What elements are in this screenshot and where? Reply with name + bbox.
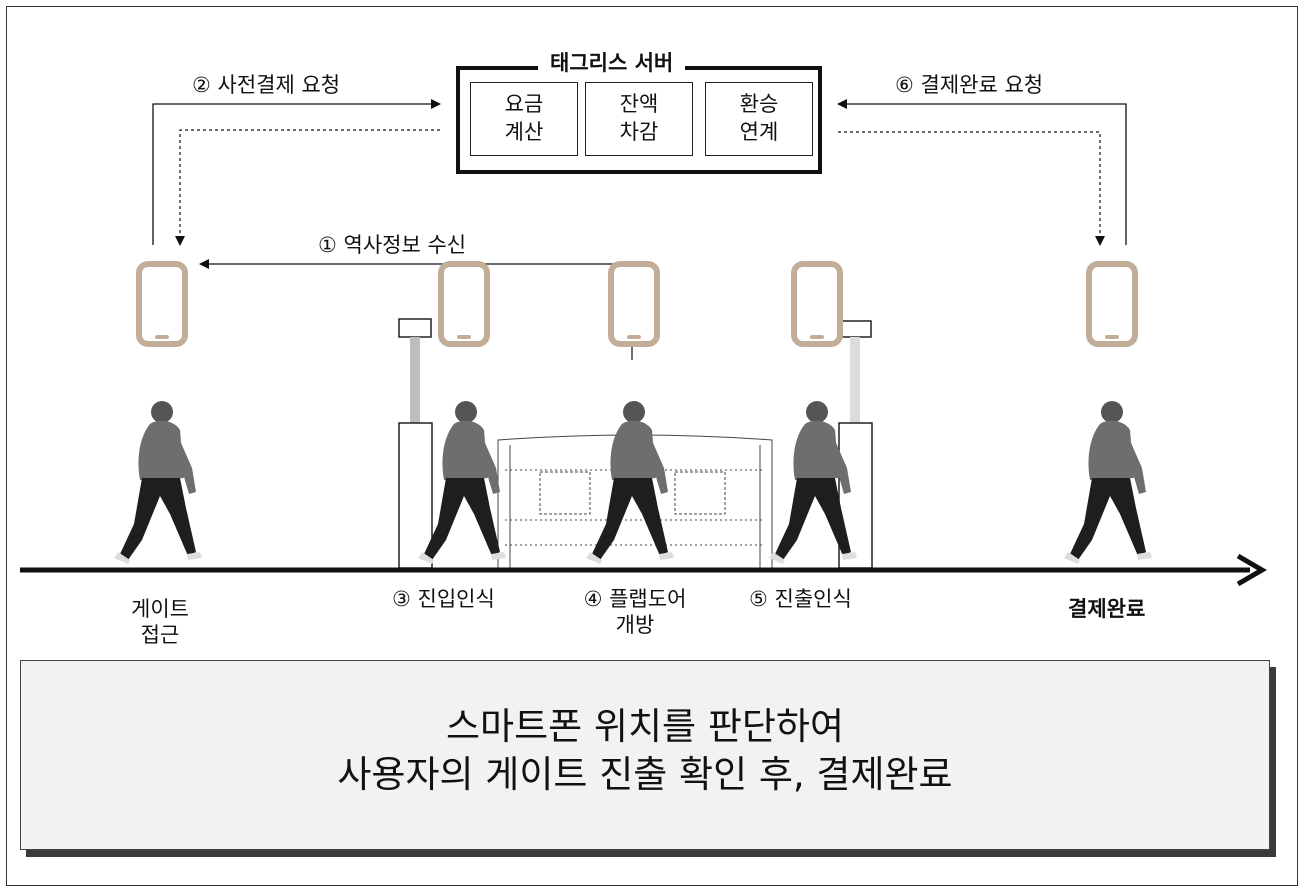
phone-exit [794,264,840,344]
complete-response-arrow [838,131,1105,246]
prepay-request-arrow [152,99,441,245]
summary-line-2: 사용자의 게이트 진출 확인 후, 결제완료 [337,753,953,796]
label-station-info: ① 역사정보 수신 [318,233,467,257]
phone-entry [441,264,487,344]
timeline-arrowhead [1236,553,1267,587]
phone-done [1089,264,1135,344]
person-flap [586,401,674,564]
label-entry-recognition: ③ 진입인식 [392,587,495,611]
label-exit-recognition: ⑤ 진출인식 [749,587,852,611]
complete-request-arrow [837,99,1127,245]
person-done [1064,401,1152,564]
person-approach [114,401,202,564]
prepay-response-arrow [175,129,440,246]
label-flap-open: ④ 플랩도어 개방 [583,587,687,637]
server-title: 태그리스 서버 [538,50,686,76]
label-gate-approach: 게이트 접근 [131,597,189,647]
flap-gate-body [497,434,773,568]
phone-approach [139,264,185,344]
module-fare-calc: 요금 계산 [470,82,578,156]
summary-line-1: 스마트폰 위치를 판단하여 [446,705,844,748]
label-complete-request: ⑥ 결제완료 요청 [895,73,1044,97]
label-payment-complete: 결제완료 [1068,597,1146,621]
phone-flap [611,264,657,344]
entry-pillar [398,318,433,569]
module-transfer: 환승 연계 [705,82,813,156]
module-balance-deduct: 잔액 차감 [585,82,693,156]
label-prepay-request: ② 사전결제 요청 [192,73,341,97]
summary-box: 스마트폰 위치를 판단하여 사용자의 게이트 진출 확인 후, 결제완료 [20,660,1270,850]
diagram-frame [6,6,1298,886]
